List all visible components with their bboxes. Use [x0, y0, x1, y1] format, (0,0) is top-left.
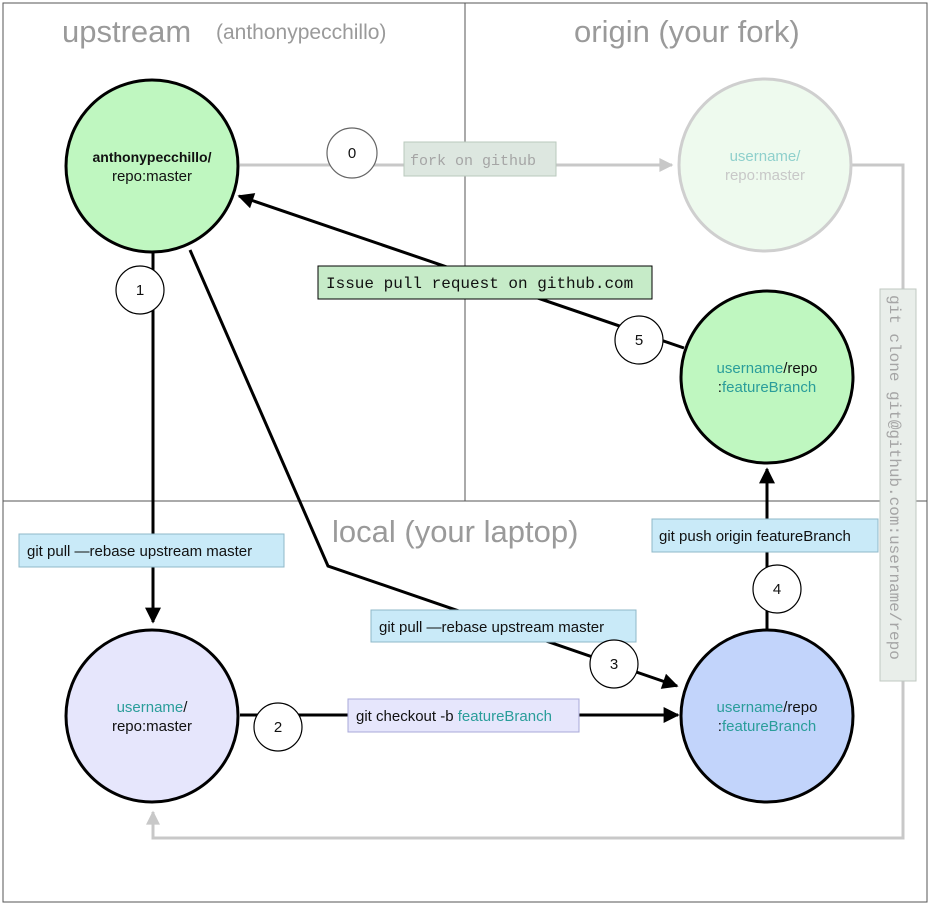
- clone-path: [146, 163, 905, 840]
- checkout-label-box: [347, 698, 580, 733]
- upstream-zone-subtitle: (anthonypecchillo): [216, 21, 386, 44]
- local-feature-colon: :: [718, 718, 722, 735]
- local-master-node: [64, 628, 240, 804]
- step-1-number: 1: [136, 282, 144, 299]
- fork-label-box: [403, 141, 557, 177]
- clone-label: git clone git@github.com:username/repo: [885, 295, 903, 660]
- origin-feature-repo: /repo: [783, 360, 817, 377]
- step-4-badge: [752, 564, 802, 614]
- fork-label: fork on github: [410, 153, 536, 170]
- origin-feature-node: [679, 289, 855, 465]
- step-2-badge: [253, 702, 303, 752]
- upstream-zone-title: upstream: [62, 14, 191, 49]
- push-label: git push origin featureBranch: [659, 528, 851, 545]
- local-feature-repo: /repo: [783, 699, 817, 716]
- step-1-badge: [115, 265, 165, 315]
- local-feature-node: [679, 628, 855, 804]
- local-master-repo: repo:master: [112, 718, 192, 735]
- local-master-user: username: [117, 699, 184, 716]
- upstream-master-repo: repo:master: [112, 168, 192, 185]
- origin-feature-line1: username/repo: [717, 360, 818, 377]
- pull-rebase-arrow-mid: [188, 249, 679, 689]
- step-2-number: 2: [274, 719, 282, 736]
- upstream-master-owner: anthonypecchillo/: [92, 149, 211, 165]
- local-feature-branch: featureBranch: [722, 718, 816, 735]
- local-master-slash: /: [183, 699, 188, 716]
- origin-master-owner: username/: [730, 148, 802, 165]
- origin-zone-title: origin (your fork): [574, 14, 800, 49]
- pull-rebase-label-box-mid: [370, 609, 637, 643]
- step-4-number: 4: [773, 581, 781, 598]
- step-5-badge: [614, 315, 664, 365]
- local-feature-user: username: [717, 699, 784, 716]
- origin-feature-user: username: [717, 360, 784, 377]
- clone-label-box: [879, 288, 917, 682]
- origin-master-node: [677, 77, 853, 253]
- pull-request-label: Issue pull request on github.com: [326, 275, 633, 293]
- push-label-box: [651, 518, 879, 553]
- origin-feature-branch: featureBranch: [722, 379, 816, 396]
- step-0-badge: [326, 127, 378, 179]
- pull-rebase-label-left: git pull —rebase upstream master: [27, 543, 252, 560]
- checkout-command: git checkout -b: [356, 708, 458, 725]
- local-zone-title: local (your laptop): [332, 514, 578, 549]
- checkout-branch: featureBranch: [458, 708, 552, 725]
- origin-feature-colon: :: [718, 379, 722, 396]
- origin-feature-line2: :featureBranch: [718, 379, 816, 396]
- pull-request-label-box: [317, 265, 653, 300]
- upstream-master-node: [64, 78, 240, 254]
- step-5-number: 5: [635, 332, 643, 349]
- pull-rebase-label-mid: git pull —rebase upstream master: [379, 619, 604, 636]
- local-feature-line1: username/repo: [717, 699, 818, 716]
- step-3-badge: [589, 639, 639, 689]
- local-feature-line2: :featureBranch: [718, 718, 816, 735]
- checkout-label: git checkout -b featureBranch: [356, 708, 552, 725]
- origin-master-repo: repo:master: [725, 167, 805, 184]
- step-0-number: 0: [348, 145, 356, 162]
- step-3-number: 3: [610, 656, 618, 673]
- local-master-line1: username/: [117, 699, 189, 716]
- pull-rebase-label-box-left: [18, 533, 285, 568]
